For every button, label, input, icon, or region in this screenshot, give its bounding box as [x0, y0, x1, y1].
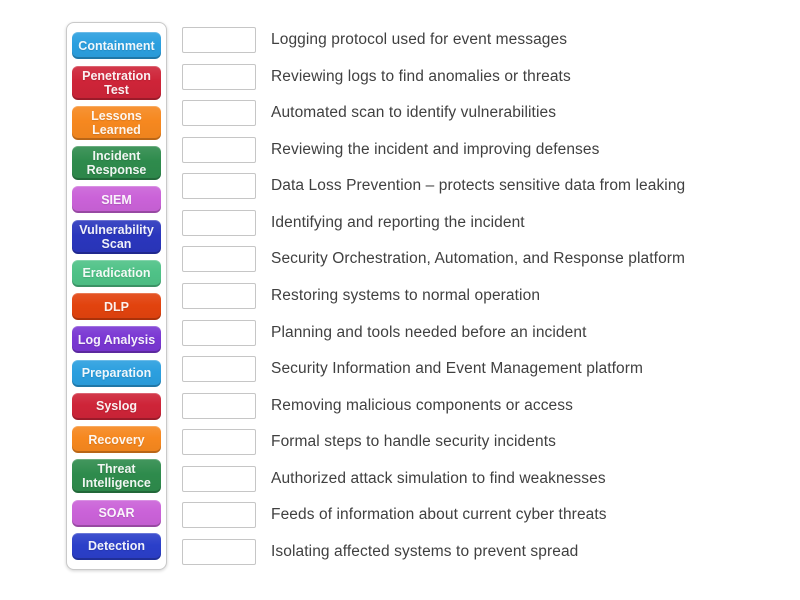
definition-text: Isolating affected systems to prevent sp…	[271, 542, 579, 560]
match-row: Removing malicious components or access	[182, 387, 782, 424]
answer-slot-5[interactable]	[182, 173, 256, 200]
definition-text: Feeds of information about current cyber…	[271, 506, 607, 524]
term-tile-threat-intelligence[interactable]: Threat Intelligence	[72, 459, 161, 494]
term-tile-eradication[interactable]: Eradication	[72, 259, 161, 287]
answer-slot-1[interactable]	[182, 27, 256, 54]
terms-panel: Containment Penetration Test Lessons Lea…	[66, 22, 167, 570]
match-row: Feeds of information about current cyber…	[182, 497, 782, 534]
match-row: Identifying and reporting the incident	[182, 205, 782, 242]
definition-text: Security Information and Event Managemen…	[271, 360, 644, 378]
answer-slot-2[interactable]	[182, 63, 256, 90]
match-row: Automated scan to identify vulnerabiliti…	[182, 95, 782, 132]
answer-slot-7[interactable]	[182, 246, 256, 273]
answer-slot-14[interactable]	[182, 502, 256, 529]
definition-text: Restoring systems to normal operation	[271, 286, 541, 304]
definition-text: Reviewing the incident and improving def…	[271, 140, 600, 158]
definition-text: Authorized attack simulation to find wea…	[271, 469, 606, 487]
answer-slot-6[interactable]	[182, 209, 256, 236]
term-tile-siem[interactable]: SIEM	[72, 186, 161, 214]
match-row: Restoring systems to normal operation	[182, 278, 782, 315]
match-row: Authorized attack simulation to find wea…	[182, 460, 782, 497]
definition-text: Reviewing logs to find anomalies or thre…	[271, 67, 571, 85]
term-tile-syslog[interactable]: Syslog	[72, 392, 161, 420]
term-tile-incident-response[interactable]: Incident Response	[72, 146, 161, 180]
term-tile-detection[interactable]: Detection	[72, 532, 161, 560]
answer-slot-13[interactable]	[182, 465, 256, 492]
definition-text: Identifying and reporting the incident	[271, 213, 525, 231]
answer-slot-11[interactable]	[182, 392, 256, 419]
definition-text: Automated scan to identify vulnerabiliti…	[271, 104, 557, 122]
term-tile-soar[interactable]: SOAR	[72, 499, 161, 527]
answer-slot-8[interactable]	[182, 282, 256, 309]
match-row: Planning and tools needed before an inci…	[182, 314, 782, 351]
definition-text: Removing malicious components or access	[271, 396, 573, 414]
match-row: Reviewing the incident and improving def…	[182, 132, 782, 169]
match-row: Data Loss Prevention – protects sensitiv…	[182, 168, 782, 205]
match-row: Formal steps to handle security incident…	[182, 424, 782, 461]
term-tile-containment[interactable]: Containment	[72, 32, 161, 60]
match-row: Logging protocol used for event messages	[182, 22, 782, 59]
term-tile-recovery[interactable]: Recovery	[72, 426, 161, 453]
definition-text: Logging protocol used for event messages	[271, 31, 568, 49]
match-row: Reviewing logs to find anomalies or thre…	[182, 59, 782, 96]
definition-text: Formal steps to handle security incident…	[271, 433, 556, 451]
term-tile-dlp[interactable]: DLP	[72, 293, 161, 320]
match-row: Security Orchestration, Automation, and …	[182, 241, 782, 278]
answer-slot-12[interactable]	[182, 429, 256, 456]
term-tile-lessons-learned[interactable]: Lessons Learned	[72, 105, 161, 140]
term-tile-preparation[interactable]: Preparation	[72, 359, 161, 387]
definition-text: Security Orchestration, Automation, and …	[271, 250, 686, 268]
term-tile-penetration-test[interactable]: Penetration Test	[72, 65, 161, 100]
match-row: Isolating affected systems to prevent sp…	[182, 533, 782, 570]
answer-slot-3[interactable]	[182, 100, 256, 127]
term-tile-log-analysis[interactable]: Log Analysis	[72, 326, 161, 354]
definition-text: Data Loss Prevention – protects sensitiv…	[271, 177, 686, 195]
matches-column: Logging protocol used for event messages…	[182, 22, 782, 570]
answer-slot-4[interactable]	[182, 136, 256, 163]
answer-slot-10[interactable]	[182, 356, 256, 383]
definition-text: Planning and tools needed before an inci…	[271, 323, 587, 341]
answer-slot-15[interactable]	[182, 538, 256, 565]
answer-slot-9[interactable]	[182, 319, 256, 346]
term-tile-vulnerability-scan[interactable]: Vulnerability Scan	[72, 219, 161, 254]
match-row: Security Information and Event Managemen…	[182, 351, 782, 388]
